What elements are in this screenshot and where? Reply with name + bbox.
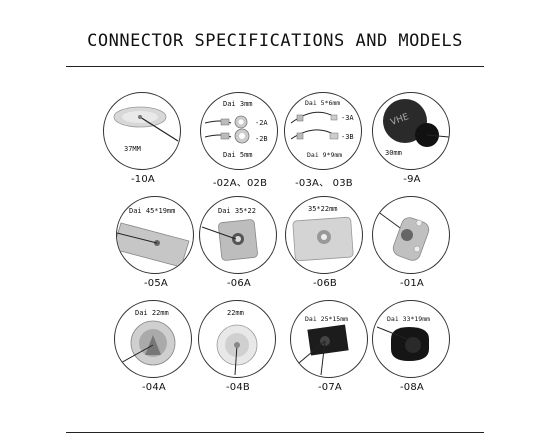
connector-item-04a: Dai 22mm -04A xyxy=(114,300,194,400)
model-label: -05A xyxy=(144,278,168,289)
item-text: Dai 9*9mm xyxy=(307,151,342,159)
item-text: -2B xyxy=(255,135,268,143)
item-text: 37MM xyxy=(124,145,141,153)
item-text: Dai 33*19mm xyxy=(387,315,430,323)
model-label: -03A、 03B xyxy=(295,178,353,189)
connector-item-01a: -01A xyxy=(372,196,452,296)
connector-image-05a: Dai 45*19mm xyxy=(116,196,194,274)
connector-image-01a xyxy=(372,196,450,274)
item-text: Dai 22mm xyxy=(135,309,169,317)
connector-item-10a: 37MM -10A xyxy=(103,92,183,192)
item-text: Dai 45*19mm xyxy=(129,207,175,215)
connector-image-9a: VHE 30mm xyxy=(372,92,450,170)
connector-item-06b: 35*22mm -06B xyxy=(285,196,365,296)
item-text: Dai 5*6mm xyxy=(305,99,340,107)
model-label: -10A xyxy=(131,174,155,185)
page-title: CONNECTOR SPECIFICATIONS AND MODELS xyxy=(87,31,463,51)
connector-image-07a: Dai 25*15mm xyxy=(290,300,368,378)
item-text: -2A xyxy=(255,119,268,127)
model-label: -06A xyxy=(227,278,251,289)
item-text: 35*22mm xyxy=(308,205,338,213)
model-label: -06B xyxy=(313,278,337,289)
item-text: Dai 35*22 xyxy=(218,207,256,215)
connector-item-07a: Dai 25*15mm -07A xyxy=(290,300,370,400)
item-text: Dai 5mm xyxy=(223,151,253,159)
model-label: -04B xyxy=(226,382,250,393)
model-label: -04A xyxy=(142,382,166,393)
item-text: Dai 25*15mm xyxy=(305,315,348,323)
connector-image-03a-03b: Dai 5*6mm -3A -3B Dai 9*9mm xyxy=(284,92,362,170)
connector-item-05a: Dai 45*19mm -05A xyxy=(116,196,196,296)
connector-image-04b: 22mm xyxy=(198,300,276,378)
model-label: -01A xyxy=(400,278,424,289)
connector-item-06a: Dai 35*22 -06A xyxy=(199,196,279,296)
model-label: -08A xyxy=(400,382,424,393)
connector-item-08a: Dai 33*19mm -08A xyxy=(372,300,452,400)
model-label: -9A xyxy=(403,174,421,185)
connector-image-04a: Dai 22mm xyxy=(114,300,192,378)
connector-item-04b: 22mm -04B xyxy=(198,300,278,400)
connector-item-9a: VHE 30mm -9A xyxy=(372,92,452,192)
connector-image-10a: 37MM xyxy=(103,92,181,170)
item-text: -3A xyxy=(341,114,354,122)
model-label: -07A xyxy=(318,382,342,393)
connector-item-03a-03b: Dai 5*6mm -3A -3B Dai 9*9mm -03A、 03B xyxy=(284,92,364,192)
item-text: Dai 3mm xyxy=(223,100,253,108)
bottom-divider xyxy=(66,432,484,433)
top-divider xyxy=(66,66,484,67)
connector-image-06b: 35*22mm xyxy=(285,196,363,274)
connector-image-08a: Dai 33*19mm xyxy=(372,300,450,378)
model-label: -02A、02B xyxy=(212,178,268,189)
connector-image-02a-02b: Dai 3mm -2A -2B Dai 5mm xyxy=(200,92,278,170)
connector-image-06a: Dai 35*22 xyxy=(199,196,277,274)
item-text: 22mm xyxy=(227,309,244,317)
item-text: 30mm xyxy=(385,149,402,157)
connector-item-02a-02b: Dai 3mm -2A -2B Dai 5mm -02A、02B xyxy=(200,92,280,192)
item-text: -3B xyxy=(341,133,354,141)
